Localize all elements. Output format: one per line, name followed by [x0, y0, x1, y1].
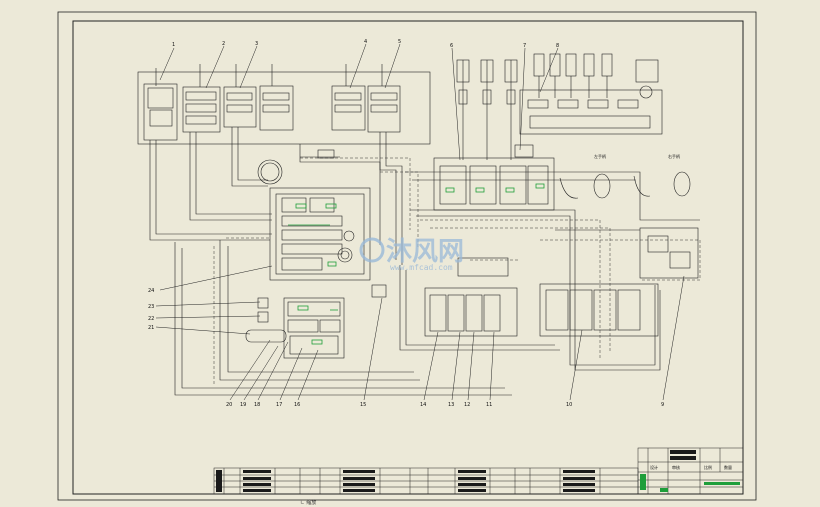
- callout-6: 6: [450, 43, 453, 49]
- callout-21: 21: [148, 325, 154, 331]
- callout-7: 7: [523, 43, 526, 49]
- callout-20: 20: [226, 402, 232, 408]
- callout-15: 15: [360, 402, 366, 408]
- main-valve-green: [288, 203, 337, 267]
- outer-frame: [57, 11, 757, 501]
- right-valve-bank: [539, 227, 699, 337]
- handle-sketches: [559, 171, 691, 199]
- callout-17: 17: [276, 402, 282, 408]
- callout-22: 22: [148, 316, 154, 322]
- callout-3: 3: [255, 41, 258, 47]
- title-block-fills: [640, 450, 740, 492]
- callout-13: 13: [448, 402, 454, 408]
- callout-8: 8: [556, 43, 559, 49]
- watermark: 沐风网 www.mfcad.com: [359, 237, 464, 272]
- callout-4: 4: [364, 39, 367, 45]
- callout-10: 10: [566, 402, 572, 408]
- callout-16: 16: [294, 402, 300, 408]
- callout-12: 12: [464, 402, 470, 408]
- pump-green: [297, 305, 338, 345]
- callout-14: 14: [420, 402, 426, 408]
- pump-assembly: [245, 284, 387, 359]
- main-valve-block: [269, 187, 371, 281]
- title-cell-review: 审核: [672, 464, 680, 470]
- top-right-cylinders: [519, 53, 663, 135]
- watermark-url: www.mfcad.com: [390, 263, 453, 272]
- title-cell-qty: 数量: [724, 464, 732, 470]
- callout-23: 23: [148, 304, 154, 310]
- parts-list-strip: [213, 467, 639, 495]
- watermark-text: 沐风网: [386, 237, 464, 267]
- callout-5: 5: [398, 39, 401, 45]
- title-block: [637, 447, 744, 495]
- title-cell-design: 设计: [650, 464, 658, 470]
- top-middle-green: [445, 183, 545, 193]
- zoom-status: ㄴ 缩放: [300, 500, 317, 506]
- leader-lines: [155, 43, 685, 401]
- callout-9: 9: [661, 402, 664, 408]
- left-handle-label: 左手柄: [594, 153, 606, 159]
- title-cell-scale: 比例: [704, 464, 712, 470]
- callout-11: 11: [486, 402, 492, 408]
- callout-19: 19: [240, 402, 246, 408]
- right-handle-label: 右手柄: [668, 153, 680, 159]
- pilot-lines: [213, 157, 701, 385]
- callout-18: 18: [254, 402, 260, 408]
- callout-24: 24: [148, 288, 154, 294]
- parts-list-fills: [216, 470, 595, 492]
- callout-1: 1: [172, 42, 175, 48]
- top-left-valve-group: [137, 64, 431, 185]
- top-middle-valve: [433, 59, 555, 211]
- middle-valve-bank: [424, 257, 518, 337]
- callout-2: 2: [222, 41, 225, 47]
